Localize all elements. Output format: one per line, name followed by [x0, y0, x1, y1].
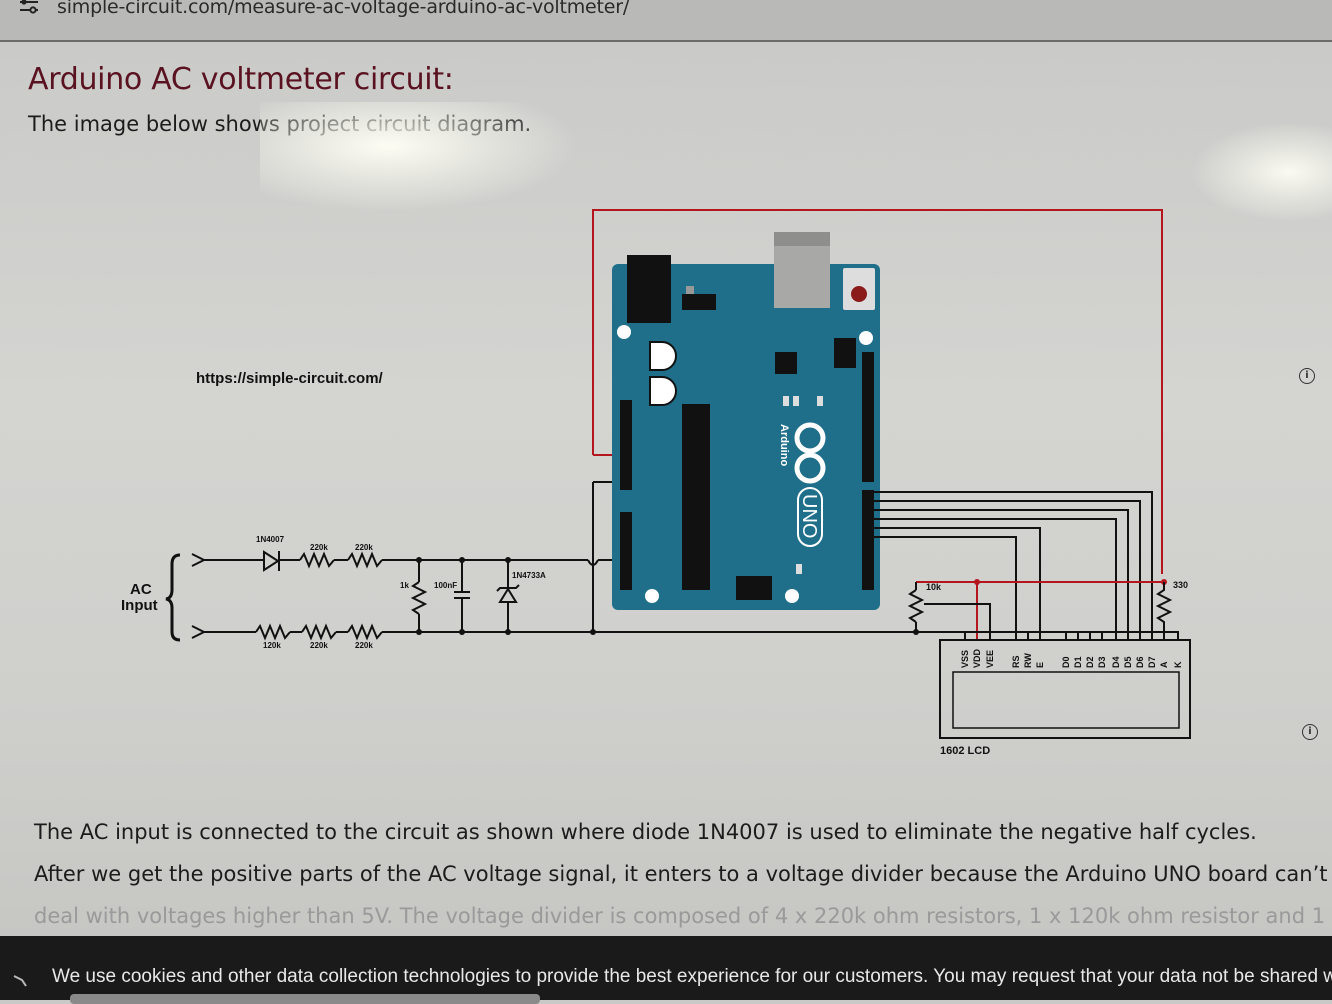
url-text[interactable]: simple-circuit.com/measure-ac-voltage-ar…	[57, 0, 630, 18]
section-heading: Arduino AC voltmeter circuit:	[28, 62, 454, 97]
paragraph-line: After we get the positive parts of the A…	[34, 862, 1328, 886]
svg-text:220k: 220k	[310, 543, 328, 552]
svg-text:1N4007: 1N4007	[256, 535, 285, 544]
cookie-icon	[13, 975, 27, 987]
svg-text:220k: 220k	[355, 641, 373, 650]
cookie-accept-button[interactable]	[70, 994, 540, 1004]
svg-text:K: K	[1173, 661, 1183, 668]
svg-text:A: A	[1159, 661, 1169, 668]
svg-text:10k: 10k	[926, 582, 942, 592]
svg-text:1k: 1k	[400, 581, 409, 590]
svg-text:VEE: VEE	[985, 650, 995, 668]
svg-text:1602 LCD: 1602 LCD	[940, 745, 990, 757]
article-page: Arduino AC voltmeter circuit: The image …	[0, 42, 1332, 936]
cookie-banner: We use cookies and other data collection…	[0, 936, 1332, 1004]
arduino-uno-board: UNO Arduino	[612, 232, 880, 610]
svg-text:120k: 120k	[263, 641, 281, 650]
paragraph-line: deal with voltages higher than 5V. The v…	[34, 904, 1332, 928]
tune-icon[interactable]	[18, 0, 40, 16]
cookie-text: We use cookies and other data collection…	[52, 966, 1332, 987]
svg-text:D5: D5	[1123, 656, 1133, 668]
info-icon[interactable]: i	[1299, 368, 1315, 384]
svg-text:RW: RW	[1023, 653, 1033, 668]
svg-text:D6: D6	[1135, 656, 1145, 668]
svg-text:RS: RS	[1011, 655, 1021, 668]
svg-text:D4: D4	[1111, 656, 1121, 668]
svg-text:VSS: VSS	[960, 650, 970, 668]
svg-text:UNO: UNO	[798, 494, 820, 538]
circuit-diagram: https://simple-circuit.com/ AC Input 1N4…	[121, 209, 1191, 757]
svg-text:D1: D1	[1073, 656, 1083, 668]
watermark: https://simple-circuit.com/	[196, 370, 384, 387]
svg-text:E: E	[1035, 662, 1045, 668]
svg-text:D3: D3	[1097, 656, 1107, 668]
svg-text:D0: D0	[1061, 656, 1071, 668]
svg-text:D7: D7	[1147, 656, 1157, 668]
svg-text:AC: AC	[130, 581, 152, 598]
svg-text:Arduino: Arduino	[778, 424, 790, 466]
svg-text:1N4733A: 1N4733A	[512, 571, 546, 580]
info-icon[interactable]: i	[1302, 724, 1318, 740]
screen-glare	[1190, 122, 1332, 222]
svg-text:VDD: VDD	[972, 648, 982, 668]
svg-text:100nF: 100nF	[434, 581, 457, 590]
svg-text:D2: D2	[1085, 656, 1095, 668]
svg-text:220k: 220k	[310, 641, 328, 650]
svg-text:330: 330	[1173, 580, 1188, 590]
svg-text:Input: Input	[121, 597, 158, 614]
paragraph-line: The AC input is connected to the circuit…	[34, 820, 1257, 844]
svg-text:220k: 220k	[355, 543, 373, 552]
address-bar[interactable]: simple-circuit.com/measure-ac-voltage-ar…	[0, 0, 1332, 42]
